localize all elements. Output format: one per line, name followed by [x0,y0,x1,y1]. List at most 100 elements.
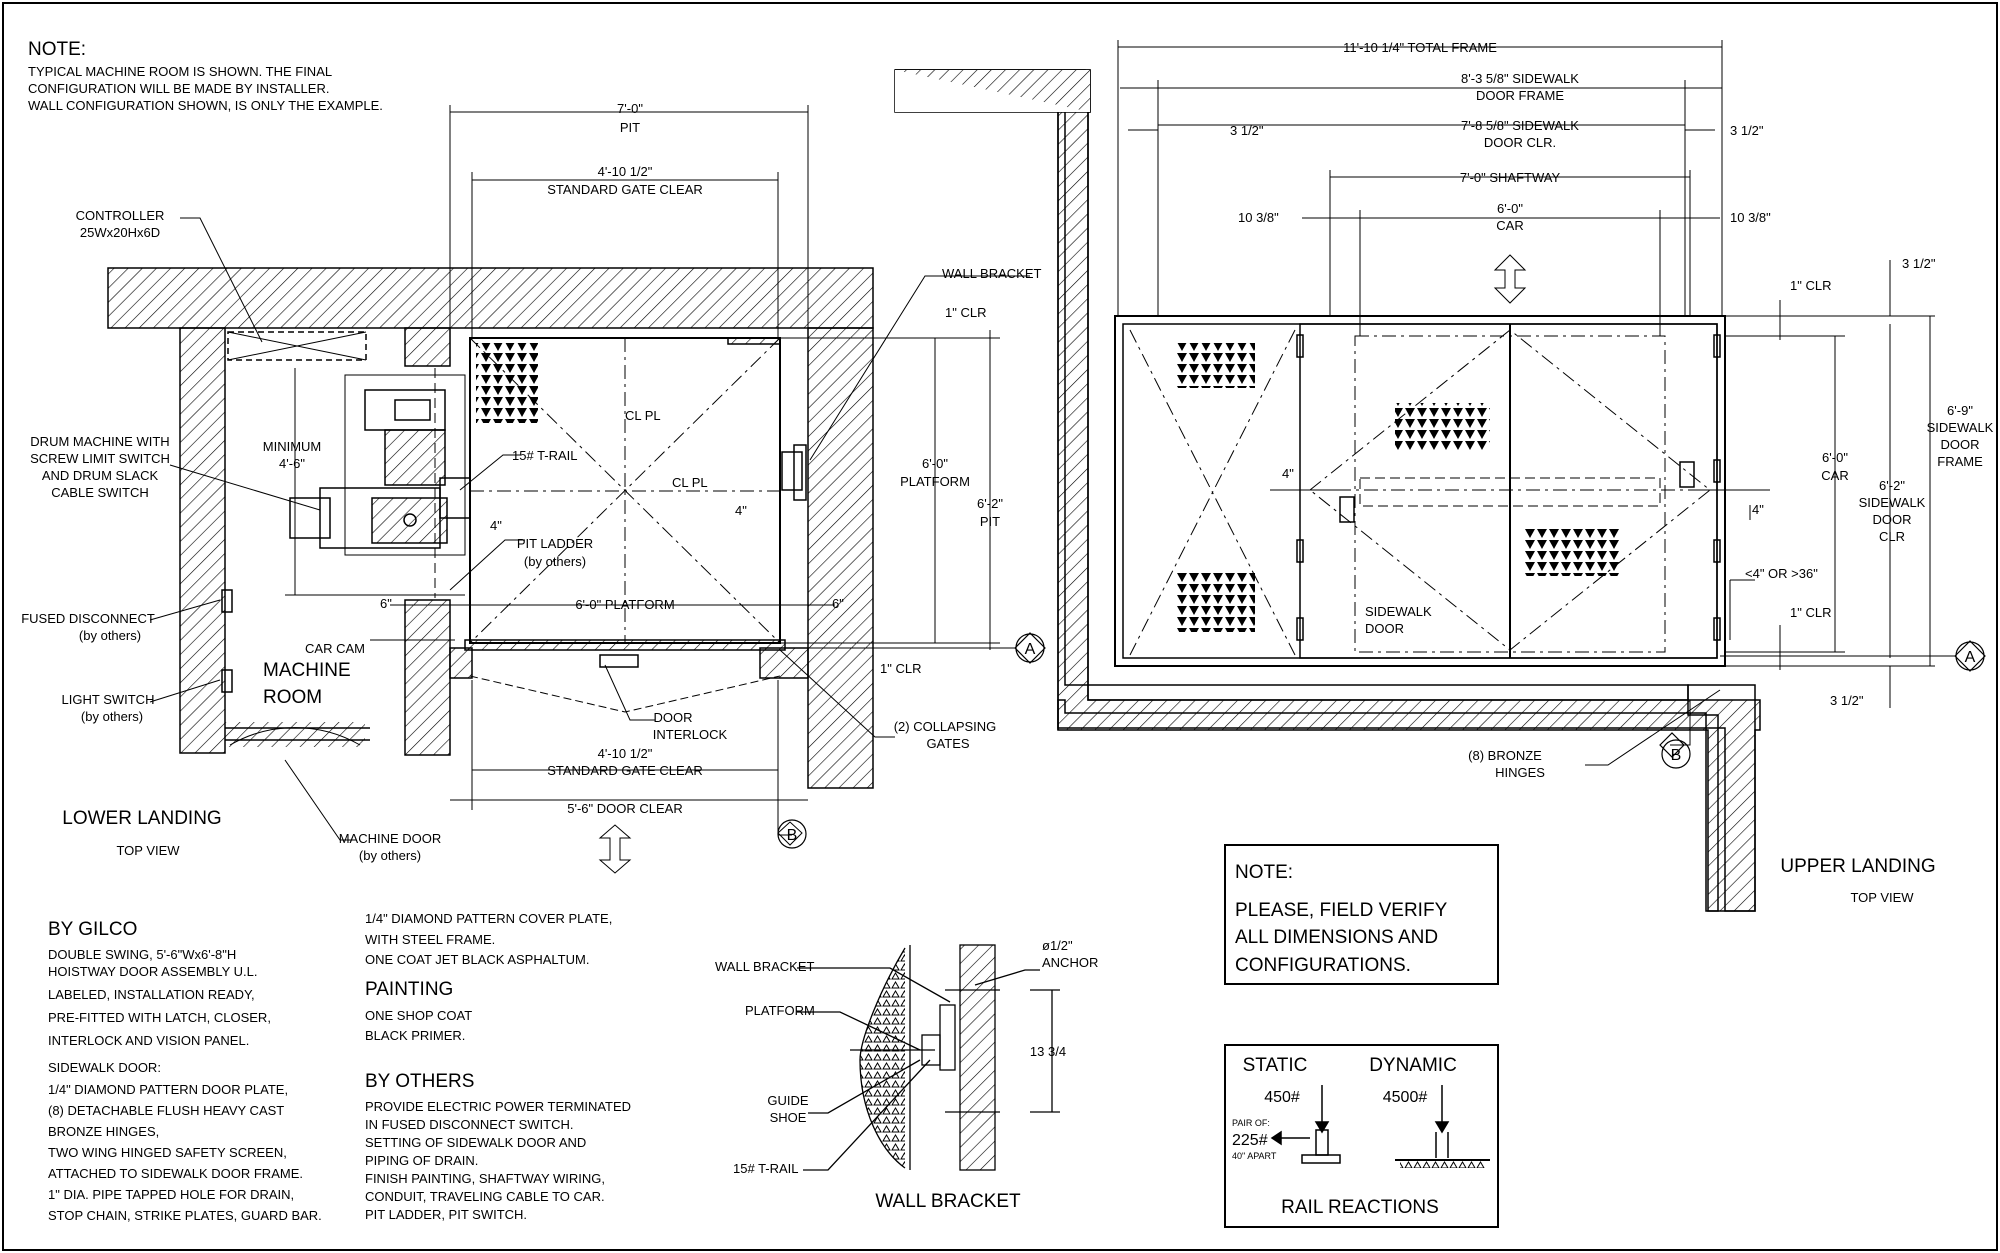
machine-door-label: MACHINE DOOR [339,831,442,846]
dim-gate: 4'-10 1/2" [598,164,653,179]
pit-ladder-sub: (by others) [524,554,586,569]
drum-label: CABLE SWITCH [51,485,149,500]
top-wall [107,267,874,329]
cover-notes: 1/4" DIAMOND PATTERN COVER PLATE, WITH S… [365,911,631,1222]
platform-label: PLATFORM [745,1003,815,1018]
gap-label: <4" OR >36" [1745,566,1818,581]
lower-landing-plan [107,267,874,789]
gilco-line: DOUBLE SWING, 5'-6"Wx6'-8"H [48,947,236,962]
section-marker-b-upper: B [1659,732,1691,769]
light-switch-label: LIGHT SWITCH [62,692,155,707]
door-clr-label: DOOR [1873,512,1912,527]
note-box-line: ALL DIMENSIONS AND [1235,927,1438,948]
sidewalk-clr-dim: 7'-8 5/8" SIDEWALK [1461,118,1579,133]
total-frame-dim: 11'-10 1/4" TOTAL FRAME [1343,40,1497,55]
dynamic-label: DYNAMIC [1369,1055,1457,1076]
collapsing-gates-label: (2) COLLAPSING [894,719,997,734]
drum-label: SCREW LIMIT SWITCH [30,451,170,466]
painting-line: ONE SHOP COAT [365,1008,472,1023]
sidewalk-line: TWO WING HINGED SAFETY SCREEN, [48,1145,287,1160]
three-half-bottom-right: 3 1/2" [1830,693,1864,708]
sidewalk-door-title: SIDEWALK DOOR: [48,1060,161,1075]
bracket-dim: 13 3/4 [1030,1044,1066,1059]
note-box-line: PLEASE, FIELD VERIFY [1235,900,1448,921]
six-inch-right: 6" [832,596,844,611]
gate-dim-2-label: STANDARD GATE CLEAR [547,763,703,778]
gilco-line: PRE-FITTED WITH LATCH, CLOSER, [48,1010,271,1025]
door-interlock-label: INTERLOCK [653,727,728,742]
top-note: NOTE: TYPICAL MACHINE ROOM IS SHOWN. THE… [28,39,383,113]
upper-labels: 11'-10 1/4" TOTAL FRAME 8'-3 5/8" SIDEWA… [1230,40,1994,905]
car-vertical-label: CAR [1821,468,1848,483]
pair-value: 225# [1232,1132,1268,1149]
upper-landing-plan [894,69,1761,912]
platform-dim: 6'-0" [922,456,948,471]
clr-top-label: 1" CLR [1790,278,1831,293]
lower-dimensions [149,105,1030,874]
others-line: PROVIDE ELECTRIC POWER TERMINATED [365,1099,631,1114]
by-others-title: BY OTHERS [365,1071,474,1092]
controller-label: CONTROLLER [76,208,165,223]
apart-label: 40" APART [1232,1151,1277,1161]
pit-dim-label: PIT [980,514,1000,529]
anchor-size: ø1/2" [1042,938,1073,953]
wall-bracket-labels: WALL BRACKET ø1/2" ANCHOR PLATFORM 13 3/… [715,938,1098,1212]
sidewalk-door-label: SIDEWALK [1365,604,1432,619]
machine-room-left-wall [179,327,226,754]
sidewalk-line: ATTACHED TO SIDEWALK DOOR FRAME. [48,1166,303,1181]
dim-gate-label: STANDARD GATE CLEAR [547,182,703,197]
cover-line: ONE COAT JET BLACK ASPHALTUM. [365,952,589,967]
lower-landing-subtitle: TOP VIEW [116,843,180,858]
car-cam-label: CAR CAM [305,641,365,656]
cl-pl-vertical: CL PL [625,408,661,423]
gilco-line: INTERLOCK AND VISION PANEL. [48,1033,249,1048]
guide-shoe-label: SHOE [770,1110,807,1125]
door-clr-label: CLR [1879,529,1905,544]
pit-dim: 6'-2" [977,496,1003,511]
wall-bracket-label: WALL BRACKET [942,266,1042,281]
top-note-title: NOTE: [28,39,86,60]
upper-landing-title: UPPER LANDING [1780,856,1935,877]
marker-label: B [787,827,798,844]
gate-dim-2: 4'-10 1/2" [598,746,653,761]
fused-sub: (by others) [79,628,141,643]
section-marker-a-upper: A [1954,640,1986,672]
upper-dimensions [1117,40,1955,766]
gilco-line: HOISTWAY DOOR ASSEMBLY U.L. [48,964,258,979]
four-inch-right: 4" [1752,502,1764,517]
bracket-label: WALL BRACKET [715,959,815,974]
pit-ladder-label: PIT LADDER [517,536,593,551]
static-label: STATIC [1243,1055,1308,1076]
three-half-right: 3 1/2" [1730,123,1764,138]
note-box-title: NOTE: [1235,862,1293,883]
sidewalk-clr-label: DOOR CLR. [1484,135,1556,150]
hinges-label: (8) BRONZE [1468,748,1542,763]
car-dim-label: CAR [1496,218,1523,233]
three-half-top-right: 3 1/2" [1902,256,1936,271]
anchor-label: ANCHOR [1042,955,1098,970]
top-note-line: WALL CONFIGURATION SHOWN, IS ONLY THE EX… [28,98,383,113]
pair-label: PAIR OF: [1232,1118,1270,1128]
shaftway-dim: 7'-0" SHAFTWAY [1460,170,1561,185]
cl-pl-horizontal: CL PL [672,475,708,490]
painting-title: PAINTING [365,979,453,1000]
sidewalk-door-label: DOOR [1365,621,1404,636]
car-dim: 6'-0" [1497,201,1523,216]
sidewalk-frame-dim-label: DOOR FRAME [1476,88,1564,103]
door-clr-dim: 6'-2" [1879,478,1905,493]
top-note-line: TYPICAL MACHINE ROOM IS SHOWN. THE FINAL [28,64,332,79]
gilco-line: LABELED, INSTALLATION READY, [48,987,255,1002]
sidewalk-line: 1/4" DIAMOND PATTERN DOOR PLATE, [48,1082,288,1097]
car-vertical-dim: 6'-0" [1822,450,1848,465]
field-verify-note: NOTE: PLEASE, FIELD VERIFY ALL DIMENSION… [1224,844,1499,985]
rail-label: 15# T-RAIL [733,1161,799,1176]
others-line: SETTING OF SIDEWALK DOOR AND [365,1135,586,1150]
others-line: PIPING OF DRAIN. [365,1153,478,1168]
four-inch-left: 4" [1282,466,1294,481]
sidewalk-line: STOP CHAIN, STRIKE PLATES, GUARD BAR. [48,1208,322,1223]
four-inch-label: 4" [490,518,502,533]
frame-height-dim: 6'-9" [1947,403,1973,418]
middle-wall-bottom [404,599,451,756]
frame-height-label: SIDEWALK [1927,420,1994,435]
